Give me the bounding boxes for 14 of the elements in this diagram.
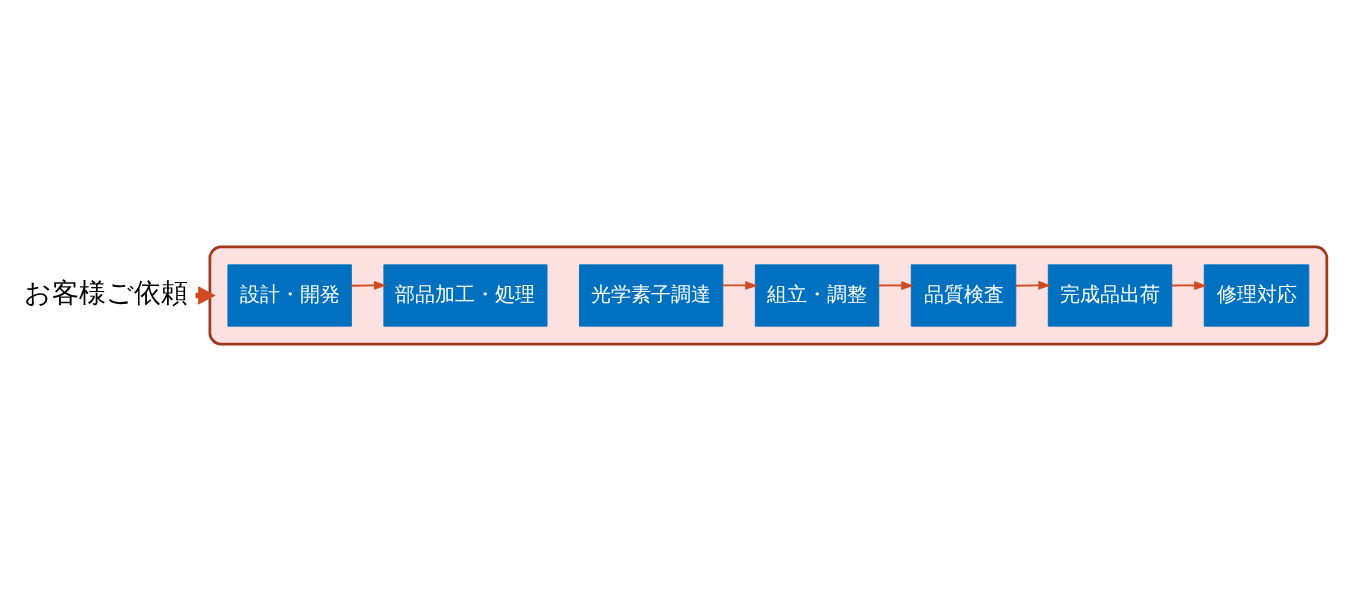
arrow (878, 281, 914, 290)
arrow (1014, 280, 1051, 290)
cluster (208, 245, 1329, 346)
arrow (350, 280, 387, 290)
node-box: 品質検査 (910, 264, 1017, 327)
node-box: 修理対応 (1203, 264, 1310, 327)
node-box: 完成品出荷 (1047, 264, 1173, 327)
node-box: 部品加工・処理 (383, 264, 548, 327)
node-box: 設計・開発 (227, 264, 352, 327)
node-box: 組立・調整 (754, 264, 880, 327)
node-box: 光学素子調達 (579, 264, 724, 327)
arrow (1170, 281, 1207, 290)
arrow (721, 281, 758, 290)
node-text: お客様ご依頼 (24, 277, 189, 309)
